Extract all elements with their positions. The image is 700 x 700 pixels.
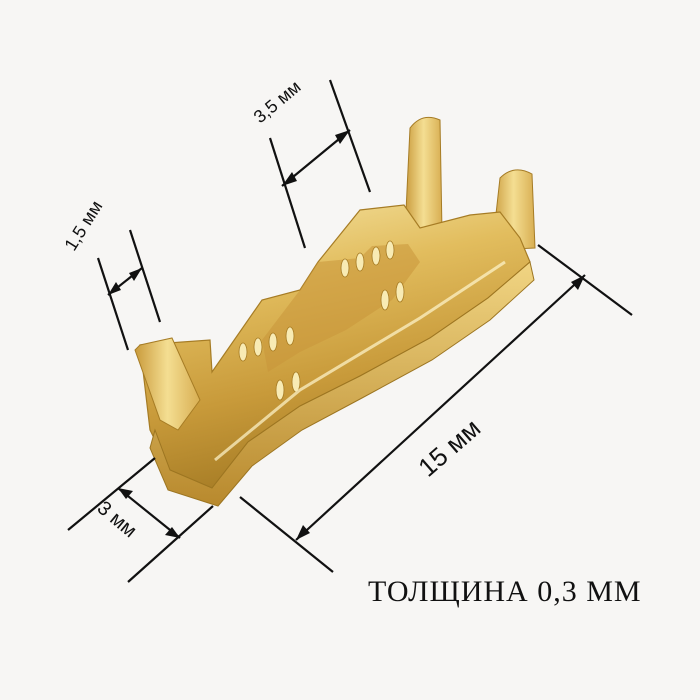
label-slot-width: 3,5 мм: [250, 77, 305, 128]
dimension-tab-width: [96, 229, 162, 351]
dimension-height: [67, 457, 214, 583]
thickness-caption: ТОЛЩИНА 0,3 ММ: [368, 575, 642, 608]
serration-marks: [238, 240, 405, 401]
dimension-length: [239, 244, 633, 573]
label-tab-width: 1,5 мм: [60, 197, 106, 254]
brass-terminal: [134, 116, 536, 507]
dimension-slot-width: [268, 79, 372, 249]
label-height: 3 мм: [93, 497, 141, 542]
